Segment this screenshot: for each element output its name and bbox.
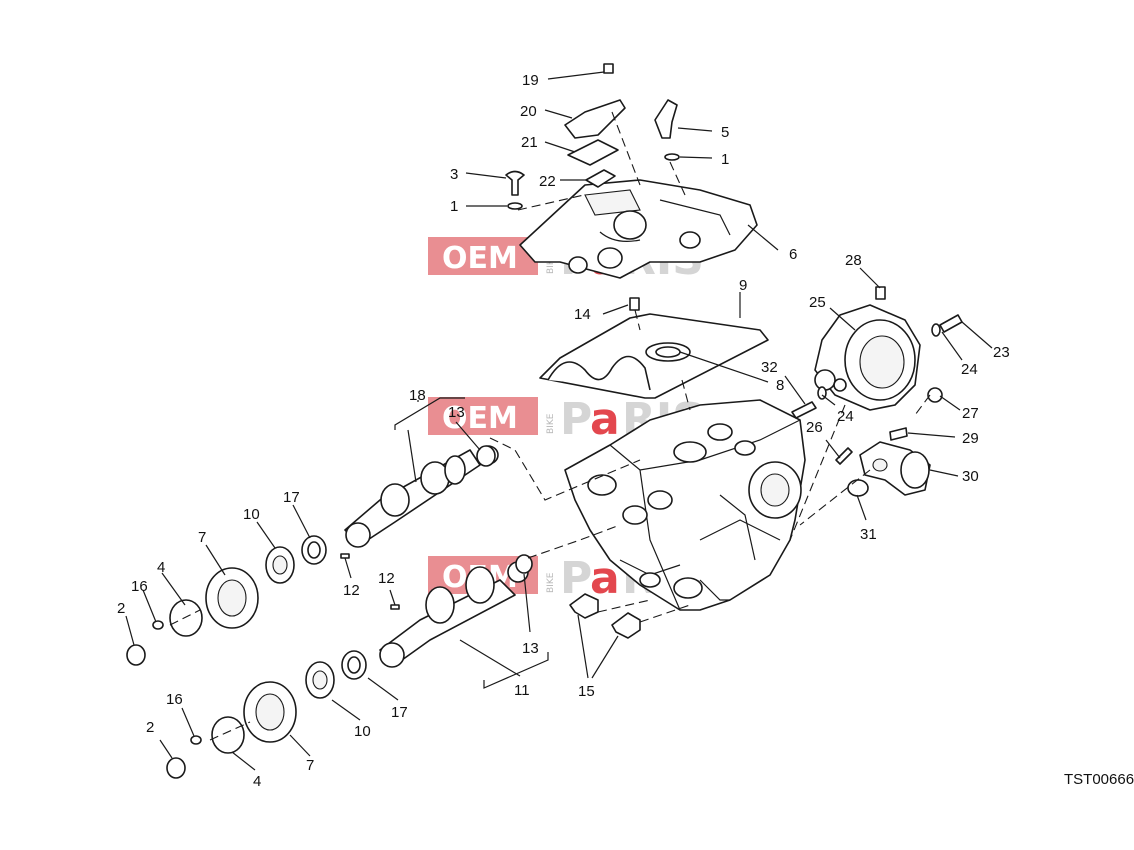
- callout-31: 31: [860, 526, 877, 543]
- svg-text:P: P: [560, 394, 592, 445]
- callout-22: 22: [539, 173, 556, 190]
- callout-32: 32: [761, 359, 778, 376]
- callout-16: 16: [131, 578, 148, 595]
- callout-labels: 19 20 21 22 3 1 5 1 6 28 25 9 14 8 23 24…: [117, 72, 1010, 790]
- callout-18: 18: [409, 387, 426, 404]
- callout-7: 7: [198, 529, 206, 546]
- callout-1b: 1: [721, 151, 729, 168]
- callout-9: 9: [739, 277, 747, 294]
- svg-text:BIKE: BIKE: [546, 413, 556, 434]
- callout-14: 14: [574, 306, 591, 323]
- callout-29: 29: [962, 430, 979, 447]
- callout-12b: 12: [378, 570, 395, 587]
- callout-15: 15: [578, 683, 595, 700]
- callout-30: 30: [962, 468, 979, 485]
- callout-12: 12: [343, 582, 360, 599]
- callout-10: 10: [243, 506, 260, 523]
- callout-26: 26: [806, 419, 823, 436]
- callout-2: 2: [117, 600, 125, 617]
- callout-8: 8: [776, 377, 784, 394]
- callout-13: 13: [448, 404, 465, 421]
- callout-7b: 7: [306, 757, 314, 774]
- callout-6: 6: [789, 246, 797, 263]
- callout-17b: 17: [391, 704, 408, 721]
- svg-text:BIKE: BIKE: [546, 572, 556, 593]
- cover-gasket: [539, 313, 769, 399]
- camshaft-lower: [379, 561, 529, 668]
- leader-lines: [125, 71, 993, 771]
- thermostat-housing: [847, 441, 931, 497]
- callout-24b: 24: [837, 408, 854, 425]
- svg-text:OEM: OEM: [442, 241, 518, 276]
- callout-4: 4: [157, 559, 165, 576]
- svg-text:a: a: [590, 394, 620, 445]
- callout-21: 21: [521, 134, 538, 151]
- callout-2b: 2: [146, 719, 154, 736]
- callout-17: 17: [283, 489, 300, 506]
- callout-16b: 16: [166, 691, 183, 708]
- callout-23: 23: [993, 344, 1010, 361]
- cylinder-head: [564, 399, 806, 611]
- callout-20: 20: [520, 103, 537, 120]
- callout-27: 27: [962, 405, 979, 422]
- callout-5: 5: [721, 124, 729, 141]
- callout-11: 11: [514, 682, 530, 699]
- timing-parts-lower: [166, 604, 400, 779]
- callout-25: 25: [809, 294, 826, 311]
- camshaft-upper: [344, 445, 499, 548]
- callout-4b: 4: [253, 773, 261, 790]
- callout-1: 1: [450, 198, 458, 215]
- svg-text:BIKE: BIKE: [546, 253, 556, 274]
- callout-3: 3: [450, 166, 458, 183]
- assembly-lines: [169, 111, 931, 741]
- callout-10b: 10: [354, 723, 371, 740]
- callout-13b: 13: [522, 640, 539, 657]
- callout-28: 28: [845, 252, 862, 269]
- drawing-code: TST00666: [1064, 771, 1134, 788]
- svg-text:OEM: OEM: [442, 401, 518, 436]
- timing-parts-upper: [126, 535, 350, 666]
- callout-24: 24: [961, 361, 978, 378]
- valve-cover: [519, 179, 758, 279]
- throttle-body: [814, 304, 921, 411]
- callout-19: 19: [522, 72, 539, 89]
